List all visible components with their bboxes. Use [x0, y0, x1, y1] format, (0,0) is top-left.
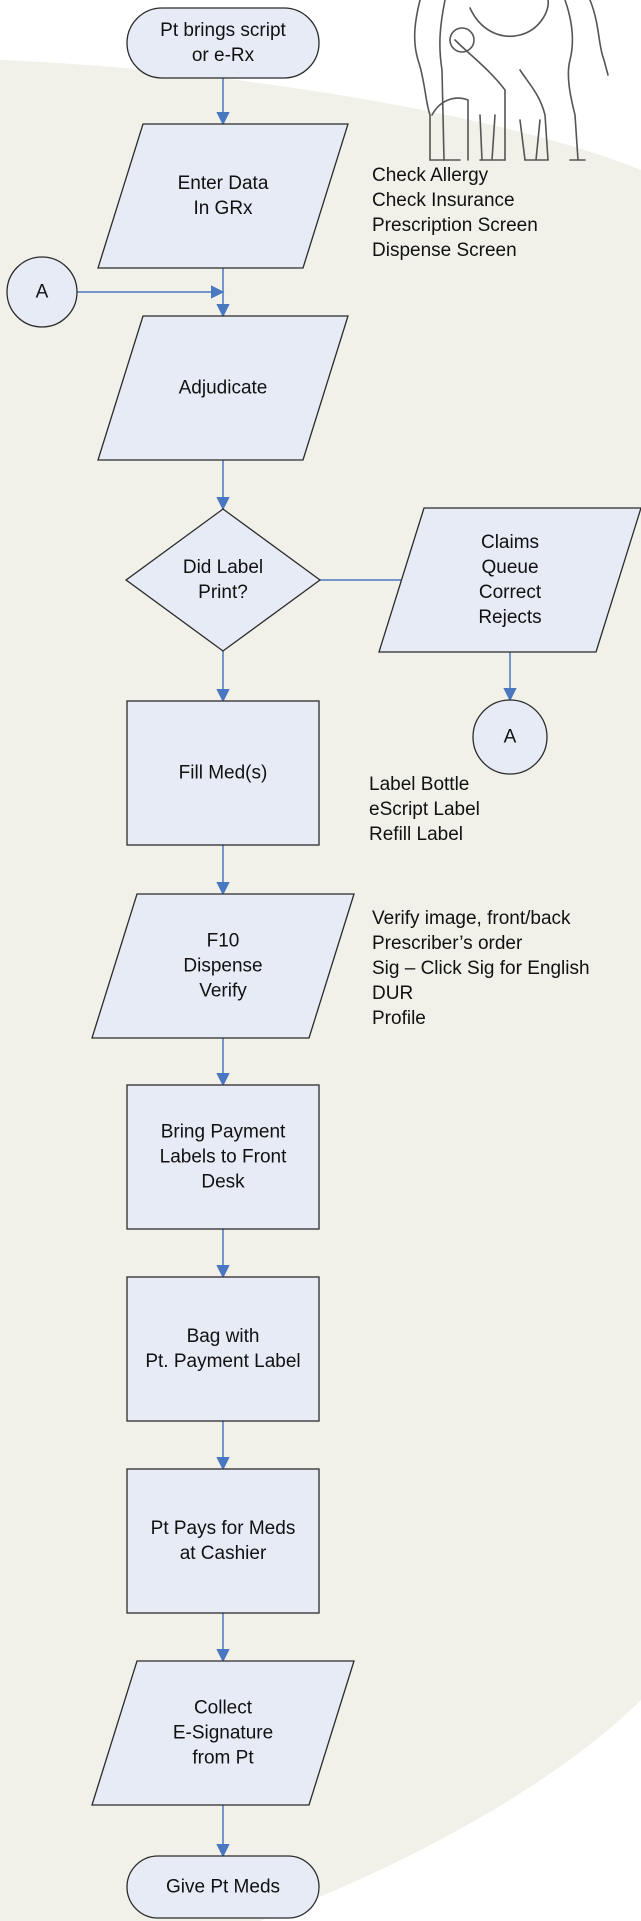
note-line: Check Insurance	[372, 190, 515, 211]
bring-payment-node-label: Labels to Front	[160, 1147, 287, 1168]
collect-signature-node-label: Collect	[194, 1698, 253, 1719]
dispense-verify-node-label: F10	[207, 931, 240, 952]
dispense-verify-node-shape	[91, 893, 355, 1039]
note-line: Profile	[372, 1008, 426, 1029]
figure-outline-mid	[439, 0, 446, 161]
claims-queue-node-label: Queue	[481, 557, 538, 578]
bag-with-label-node-label: Pt. Payment Label	[145, 1351, 300, 1372]
bring-payment-node-shape	[126, 1084, 320, 1230]
note-line: Prescription Screen	[372, 215, 538, 236]
figure-child-body	[431, 97, 469, 161]
give-meds-terminal-shape	[126, 1855, 320, 1919]
fill-meds-node-label: Fill Med(s)	[179, 763, 268, 784]
start-terminal: Pt brings script or e-Rx	[126, 7, 320, 79]
label-print-decision-label: Print?	[198, 582, 248, 603]
claims-queue-node-shape	[378, 507, 641, 653]
note-line: Refill Label	[369, 824, 463, 845]
enter-data-node-label: Enter Data	[178, 173, 269, 194]
start-terminal-label: Pt brings script	[160, 20, 286, 41]
dispense-verify-node-label: Dispense	[183, 956, 262, 977]
enter-data-node-label: In GRx	[193, 198, 253, 219]
connector-a-right: A	[472, 699, 548, 775]
figure-body	[454, 39, 506, 161]
claims-queue-node-label: Correct	[479, 582, 542, 603]
figure-hand-right	[589, 0, 609, 76]
label-print-decision-shape	[124, 508, 322, 652]
adjudicate-node-shape	[97, 315, 349, 461]
connector-a-right-label: A	[504, 727, 517, 748]
note-line: Sig – Click Sig for English	[372, 958, 590, 979]
start-terminal-shape	[126, 7, 320, 79]
claims-queue-node-label: Claims	[481, 532, 539, 553]
figure-outline-right	[564, 0, 579, 161]
figure-outline-left	[413, 0, 431, 161]
pt-pays-node-shape	[126, 1468, 320, 1614]
collect-signature-node-label: E-Signature	[173, 1723, 273, 1744]
note-line: Verify image, front/back	[372, 908, 571, 929]
bag-with-label-node-shape	[126, 1276, 320, 1422]
connector-a-left-label: A	[36, 282, 49, 303]
note-line: eScript Label	[369, 799, 480, 820]
collect-signature-node-shape	[91, 1660, 355, 1806]
fill-meds-notes: Label Bottle eScript Label Refill Label	[369, 772, 480, 847]
note-line: Dispense Screen	[372, 240, 517, 261]
bag-with-label-node-label: Bag with	[187, 1326, 260, 1347]
enter-data-node-shape	[97, 123, 349, 269]
bring-payment-node-label: Desk	[201, 1172, 245, 1193]
connector-a-left: A	[6, 256, 78, 328]
figure-arm	[469, 0, 549, 37]
dispense-verify-notes: Verify image, front/back Prescriber’s or…	[372, 906, 590, 1031]
adjudicate-node: Adjudicate	[97, 315, 349, 461]
note-line: Label Bottle	[369, 774, 470, 795]
collect-signature-node-label: from Pt	[192, 1748, 254, 1769]
start-terminal-label: or e-Rx	[192, 45, 255, 66]
note-line: Prescriber’s order	[372, 933, 523, 954]
fill-meds-node-shape	[126, 700, 320, 846]
fill-meds-node: Fill Med(s)	[126, 700, 320, 846]
pt-pays-node: Pt Pays for Meds at Cashier	[126, 1468, 320, 1614]
give-meds-terminal-label: Give Pt Meds	[166, 1877, 280, 1898]
enter-data-node: Enter Data In GRx	[97, 123, 349, 269]
bring-payment-node-label: Bring Payment	[161, 1122, 286, 1143]
dispense-verify-node-label: Verify	[199, 981, 247, 1002]
pt-pays-node-label: Pt Pays for Meds	[151, 1518, 296, 1539]
figure-head-child	[449, 27, 475, 53]
note-line: DUR	[372, 983, 414, 1004]
label-print-decision-label: Did Label	[183, 557, 263, 578]
family-figures-sketch	[413, 0, 609, 161]
figure-leg-right	[519, 69, 549, 161]
figure-legs	[479, 114, 541, 161]
claims-queue-node-label: Rejects	[478, 607, 541, 628]
pt-pays-node-label: at Cashier	[180, 1543, 267, 1564]
note-line: Check Allergy	[372, 165, 489, 186]
connector-a-left-shape	[6, 256, 78, 328]
connector-a-right-shape	[472, 699, 548, 775]
adjudicate-node-label: Adjudicate	[179, 378, 268, 399]
enter-data-notes: Check Allergy Check Insurance Prescripti…	[372, 163, 538, 263]
give-meds-terminal: Give Pt Meds	[126, 1855, 320, 1919]
